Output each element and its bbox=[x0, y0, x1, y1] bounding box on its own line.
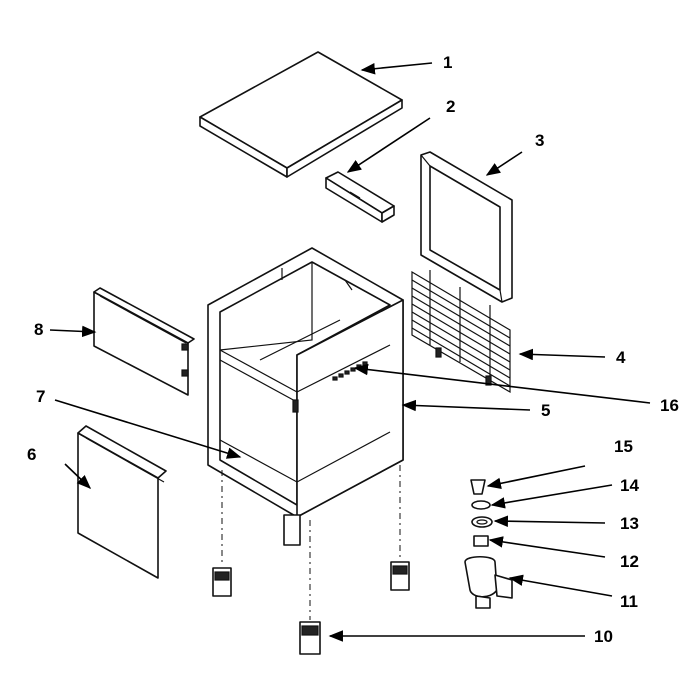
leader-arrows bbox=[49, 62, 651, 642]
callout-6: 6 bbox=[27, 445, 36, 464]
callout-13: 13 bbox=[620, 514, 639, 533]
callout-5: 5 bbox=[541, 401, 550, 420]
callout-2: 2 bbox=[446, 97, 455, 116]
part-4-grille bbox=[411, 270, 511, 394]
callout-16: 16 bbox=[660, 396, 679, 415]
cabinet-body bbox=[207, 247, 404, 518]
callout-3: 3 bbox=[535, 131, 544, 150]
callout-10: 10 bbox=[594, 627, 613, 646]
callout-14: 14 bbox=[620, 476, 639, 495]
part-3-rear-panel bbox=[420, 151, 513, 303]
callout-labels: 1 2 3 4 5 6 7 8 10 11 12 13 14 15 16 bbox=[27, 53, 679, 646]
cabinet-legs bbox=[212, 465, 410, 620]
part-10-foot bbox=[299, 621, 321, 655]
callout-8: 8 bbox=[34, 320, 43, 339]
part-2-bracket bbox=[325, 171, 395, 223]
callout-11: 11 bbox=[620, 592, 638, 611]
callout-7: 7 bbox=[36, 387, 45, 406]
part-6-door bbox=[77, 425, 167, 579]
callout-4: 4 bbox=[616, 348, 626, 367]
drain-fittings bbox=[464, 479, 513, 609]
part-1-top-panel bbox=[199, 51, 403, 178]
callout-15: 15 bbox=[614, 437, 633, 456]
callout-1: 1 bbox=[443, 53, 452, 72]
part-8-drawer-front bbox=[93, 287, 195, 396]
callout-12: 12 bbox=[620, 552, 639, 571]
